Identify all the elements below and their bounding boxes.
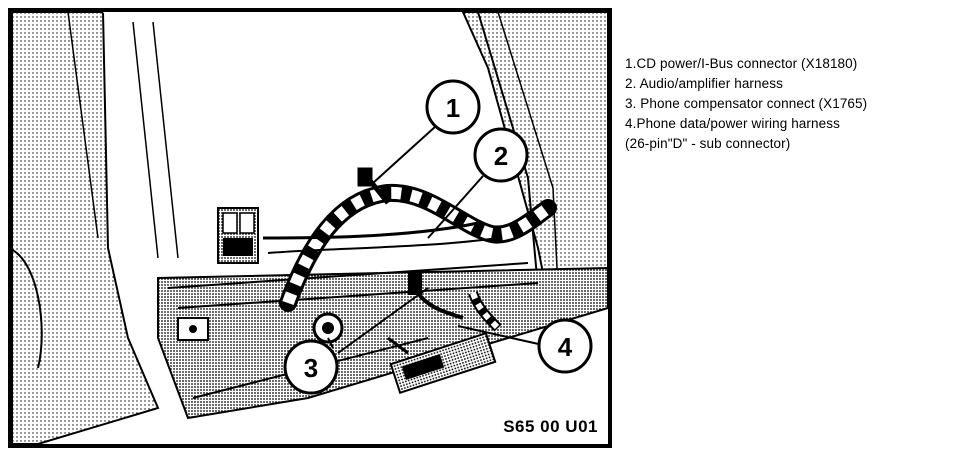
callout-3-number: 3 bbox=[304, 353, 318, 383]
legend-item-3: 3. Phone compensator connect (X1765) bbox=[625, 96, 868, 111]
leader-lines bbox=[327, 125, 544, 354]
figure-code: S65 00 U01 bbox=[503, 417, 598, 436]
pillar-trim bbox=[8, 11, 160, 445]
legend-item-4-note: (26-pin"D" - sub connector) bbox=[625, 136, 791, 151]
audio-harness bbox=[262, 167, 557, 312]
callout-4-number: 4 bbox=[558, 332, 573, 362]
callout-1-number: 1 bbox=[446, 93, 460, 123]
legend: 1.CD power/I-Bus connector (X18180) 2. A… bbox=[625, 54, 955, 154]
cd-connector bbox=[217, 207, 259, 264]
callout-4: 4 bbox=[537, 318, 593, 374]
right-trim bbox=[461, 11, 609, 300]
callout-1: 1 bbox=[425, 79, 481, 135]
phone-harness-plug bbox=[387, 291, 502, 394]
compensator-connector bbox=[312, 273, 464, 344]
rear-panel bbox=[103, 12, 488, 278]
legend-item-4: 4.Phone data/power wiring harness bbox=[625, 116, 840, 131]
callout-3: 3 bbox=[283, 339, 339, 395]
callout-2: 2 bbox=[473, 127, 529, 183]
legend-item-2: 2. Audio/amplifier harness bbox=[625, 76, 783, 91]
callout-2-number: 2 bbox=[494, 141, 508, 171]
legend-item-1: 1.CD power/I-Bus connector (X18180) bbox=[625, 56, 858, 71]
diagram-figure: 1 2 3 4 S65 00 U01 bbox=[8, 8, 614, 449]
